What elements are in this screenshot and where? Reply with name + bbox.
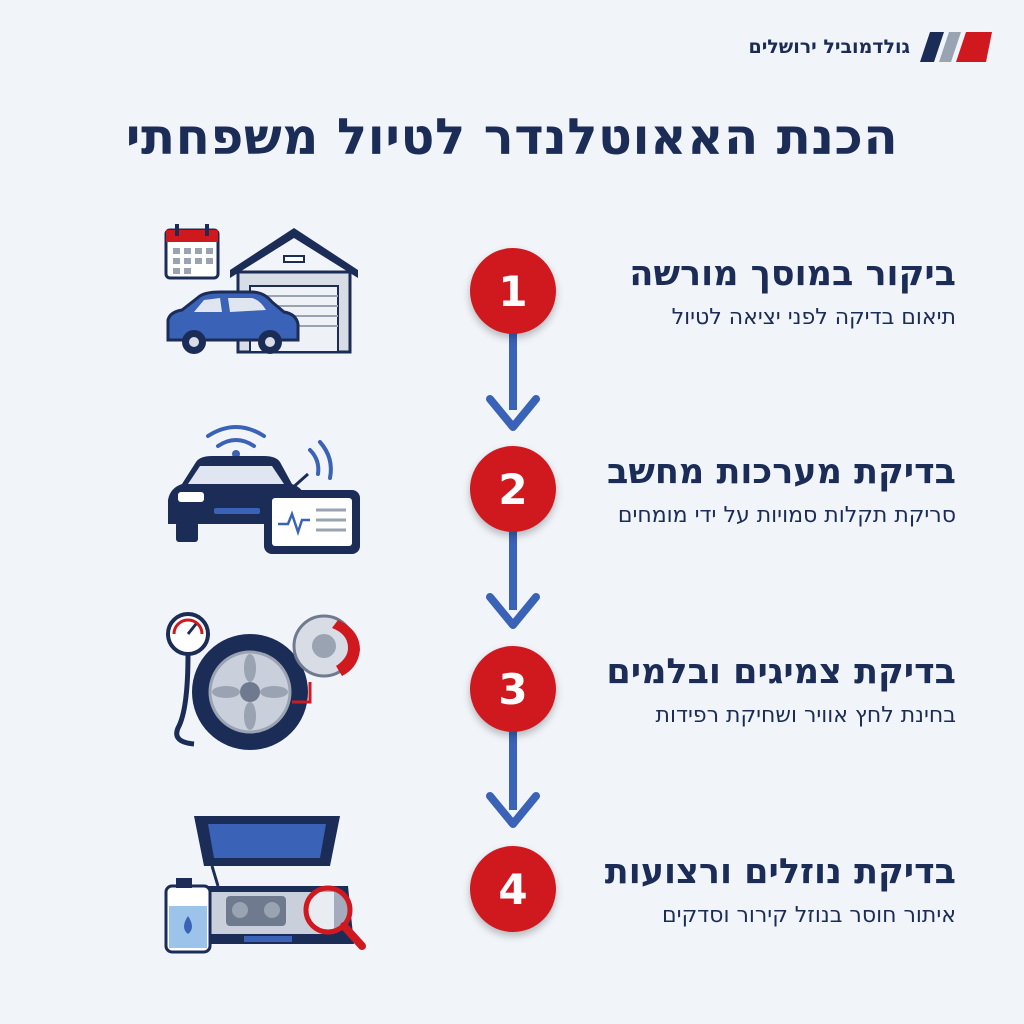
step-subtitle: תיאום בדיקה לפני יציאה לטיול: [671, 305, 956, 330]
brand-name: גולדמוביל ירושלים: [748, 36, 910, 58]
timeline-connector: [509, 320, 517, 410]
step-title: בדיקת צמיגים ובלמים: [606, 652, 956, 692]
step-title: ביקור במוסך מורשה: [629, 254, 956, 294]
page-title: הכנת האאוטלנדר לטיול משפחתי: [125, 108, 899, 166]
step-text: בדיקת מערכות מחשב סריקת תקלות סמויות על …: [566, 450, 956, 532]
step-text: בדיקת צמיגים ובלמים בחינת לחץ אוויר ושחי…: [566, 650, 956, 732]
step-text: ביקור במוסך מורשה תיאום בדיקה לפני יציאה…: [566, 252, 956, 334]
garage-calendar-icon: [164, 224, 358, 354]
arrow-down-icon: [486, 593, 540, 629]
car-diagnostics-icon: [168, 425, 360, 554]
step-number-badge: 3: [470, 646, 556, 732]
step-text: בדיקת נוזלים ורצועות איתור חוסר בנוזל קי…: [566, 850, 956, 932]
step-title: בדיקת מערכות מחשב: [607, 452, 956, 492]
step-number-badge: 1: [470, 248, 556, 334]
brand-logo: גולדמוביל ירושלים: [748, 30, 992, 64]
step-subtitle: איתור חוסר בנוזל קירור וסדקים: [662, 903, 956, 928]
brand-stripes-icon: [920, 32, 992, 62]
tire-brake-icon: [166, 612, 360, 750]
arrow-down-icon: [486, 395, 540, 431]
step-number-badge: 4: [470, 846, 556, 932]
step-number-badge: 2: [470, 446, 556, 532]
step-subtitle: סריקת תקלות סמויות על ידי מומחים: [617, 503, 956, 528]
timeline-connector: [509, 720, 517, 810]
step-title: בדיקת נוזלים ורצועות: [604, 852, 956, 892]
arrow-down-icon: [486, 792, 540, 828]
engine-inspection-icon: [164, 816, 366, 954]
step-subtitle: בחינת לחץ אוויר ושחיקת רפידות: [655, 703, 956, 728]
timeline-connector: [509, 520, 517, 610]
